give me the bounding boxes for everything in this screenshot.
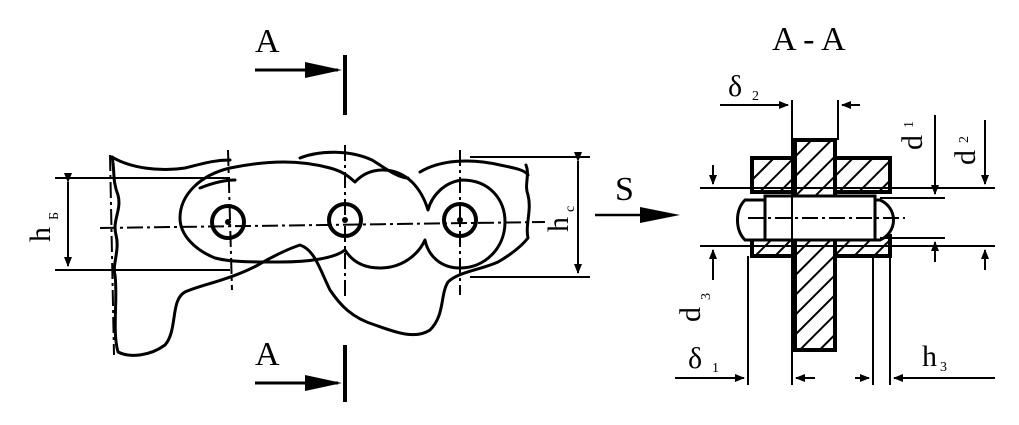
section-letter-top: A [255, 23, 280, 60]
dim-delta-1-sub: 1 [712, 361, 719, 376]
pin-body [736, 198, 767, 242]
dim-d-2-main: d [949, 150, 982, 165]
dim-d-2-sub: 2 [957, 136, 972, 143]
dim-h-3-sub: 3 [940, 360, 947, 375]
dim-h-c-sub: c [563, 206, 578, 212]
dimension-h-c: h c [542, 152, 582, 274]
dim-d-1-main: d [896, 135, 929, 150]
dim-delta-2-main: δ [728, 70, 742, 103]
view-label-s: S [615, 171, 634, 208]
dim-delta-1-main: δ [688, 342, 702, 375]
section-mark-bottom: A [255, 336, 347, 402]
dimension-h-3: h 3 [855, 340, 995, 382]
dimension-h-b: h Б [24, 173, 72, 267]
dim-delta-2-sub: 2 [752, 89, 759, 104]
dim-d-1-sub: 1 [902, 121, 917, 128]
dimension-delta-1: δ 1 [675, 342, 815, 382]
dim-h-b-sub: Б [47, 212, 62, 220]
dim-d-3-sub: 3 [699, 293, 714, 300]
dimension-d-1: d 1 [896, 115, 939, 262]
section-letter-bottom: A [255, 336, 280, 373]
section-view: A - A δ 2 d 1 [674, 21, 995, 385]
dim-h-3-main: h [922, 340, 937, 373]
dim-h-b-main: h [24, 227, 57, 242]
break-outline [110, 155, 531, 357]
view-arrow-s: S [595, 171, 680, 223]
dim-h-c-main: h [542, 217, 575, 232]
side-view: A A h Б h c [24, 23, 590, 402]
section-mark-top: A [255, 23, 347, 115]
pin-left [210, 204, 246, 240]
dim-d-3-main: d [674, 307, 707, 322]
dimension-delta-2: δ 2 [720, 70, 860, 109]
dimension-d-3: d 3 [674, 165, 717, 322]
dimension-d-2: d 2 [949, 120, 989, 270]
section-title: A - A [772, 21, 846, 58]
